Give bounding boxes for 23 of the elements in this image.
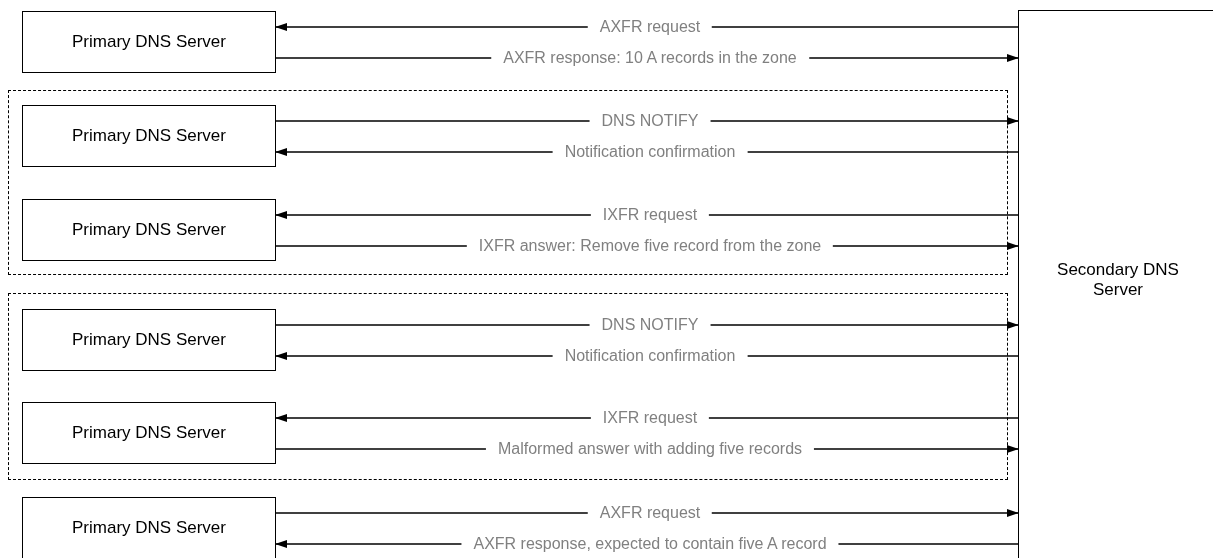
- edge-label: IXFR request: [590, 206, 710, 224]
- server-label: Primary DNS Server: [72, 423, 226, 443]
- server-label: Primary DNS Server: [72, 126, 226, 146]
- server-label: Primary DNS Server: [72, 32, 226, 52]
- server-label: Primary DNS Server: [72, 518, 226, 538]
- group-frame: [8, 90, 1008, 275]
- server-box: [22, 309, 276, 371]
- edge-label: AXFR response, expected to contain five A record: [461, 535, 839, 553]
- server-box: [1018, 10, 1213, 558]
- server-box: [22, 199, 276, 261]
- edge-label: AXFR request: [587, 18, 713, 36]
- edge-label: AXFR response: 10 A records in the zone: [491, 49, 809, 67]
- edge-label: AXFR request: [587, 504, 713, 522]
- server-box: [22, 402, 276, 464]
- group-frame: [8, 293, 1008, 480]
- server-label: Primary DNS Server: [72, 330, 226, 350]
- server-box: [22, 11, 276, 73]
- server-label: Primary DNS Server: [72, 220, 226, 240]
- server-box: [22, 105, 276, 167]
- edge-label: IXFR request: [590, 409, 710, 427]
- server-label: Secondary DNS Server: [1056, 260, 1180, 300]
- edge-label: Malformed answer with adding five records: [485, 440, 815, 458]
- server-box: [22, 497, 276, 558]
